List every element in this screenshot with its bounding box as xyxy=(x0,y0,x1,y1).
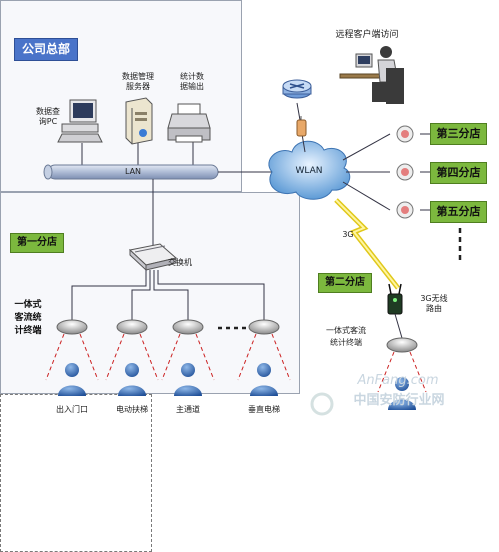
lightning-3g-icon xyxy=(334,198,400,290)
switch-label: 交换机 xyxy=(168,258,192,267)
wlan-label: WLAN xyxy=(295,166,323,176)
terminal-label-line3: 计终端 xyxy=(14,326,42,336)
terminal-dome-1 xyxy=(56,319,88,335)
link-3g-label: 3G xyxy=(342,230,354,239)
b2-terminal-label-line2: 统计终端 xyxy=(330,338,362,347)
router-label-line2: 路由 xyxy=(426,304,442,313)
lan-label: LAN xyxy=(124,167,142,176)
remote-client-label: 远程客户端访问 xyxy=(335,30,399,40)
person-icon-4 xyxy=(250,363,278,396)
watermark-logo-icon xyxy=(310,392,334,416)
printer-label-line1: 统计数 xyxy=(180,72,204,81)
branch-third-label: 第三分店 xyxy=(430,123,487,145)
store-router-3-icon xyxy=(396,125,414,143)
terminal-dome-3 xyxy=(172,319,204,335)
hq-panel xyxy=(0,0,242,192)
watermark-cn: 中国安防行业网 xyxy=(353,393,445,408)
pc-label-line2: 询PC xyxy=(38,117,58,126)
3g-router-icon xyxy=(387,283,403,315)
terminal-dome-4 xyxy=(248,319,280,335)
printer-icon xyxy=(167,103,211,143)
store-router-5-icon xyxy=(396,201,414,219)
terminal-dome-2 xyxy=(116,319,148,335)
location-label-1: 出入门口 xyxy=(56,405,88,414)
printer-label-line2: 据输出 xyxy=(180,82,204,91)
person-icon-2 xyxy=(118,363,146,396)
server-icon xyxy=(125,97,153,145)
location-label-3: 主通道 xyxy=(176,405,200,414)
store-router-4-icon xyxy=(396,163,414,181)
location-label-4: 垂直电梯 xyxy=(248,405,280,414)
remote-user-icon xyxy=(339,46,404,104)
person-icon-1 xyxy=(58,363,86,396)
branch-first-label: 第一分店 xyxy=(10,233,64,253)
server-label-line1: 数据管理 xyxy=(122,72,154,81)
hq-wires xyxy=(81,142,194,165)
person-icon-b2 xyxy=(388,377,416,410)
watermark-en: AnFang.com xyxy=(357,373,439,388)
pc-label-line1: 数据查 xyxy=(36,107,60,116)
router-label-line1: 3G无线 xyxy=(420,294,448,303)
terminal-dome-b2 xyxy=(386,337,418,353)
pc-icon xyxy=(57,99,103,143)
branch-second-label: 第二分店 xyxy=(318,273,372,293)
hq-title: 公司总部 xyxy=(14,38,78,61)
branch1-wires xyxy=(71,270,265,320)
network-diagram xyxy=(43,46,462,416)
person-icon-3 xyxy=(174,363,202,396)
wlan-links xyxy=(296,102,430,211)
terminal-label-line2: 客流统 xyxy=(14,313,42,323)
remote-router-icon xyxy=(282,79,312,99)
modem-icon xyxy=(296,116,307,137)
location-label-2: 电动扶梯 xyxy=(116,405,148,414)
terminal-label-line1: 一体式 xyxy=(14,300,42,310)
branch-fifth-label: 第五分店 xyxy=(430,201,487,223)
server-label-line2: 服务器 xyxy=(126,82,150,91)
b2-terminal-label-line1: 一体式客流 xyxy=(326,326,366,335)
branch-fourth-label: 第四分店 xyxy=(430,162,487,184)
sensor-beams xyxy=(45,333,427,393)
switch-icon xyxy=(128,243,178,272)
wlan-cloud xyxy=(268,140,351,200)
